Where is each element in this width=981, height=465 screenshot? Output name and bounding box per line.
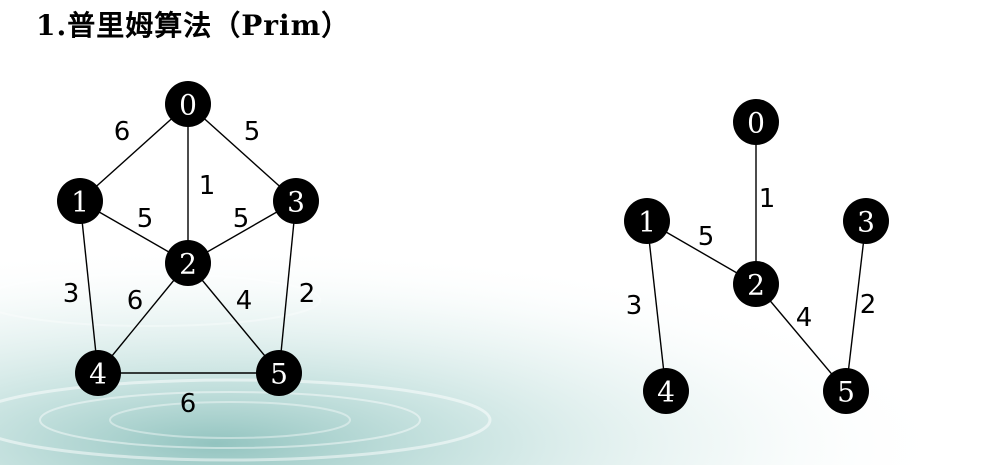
node-label-full-4: 4 — [89, 358, 107, 391]
node-mst-0 — [733, 99, 779, 145]
edge-weight-full-0-2: 1 — [199, 171, 216, 201]
node-full-0 — [165, 81, 211, 127]
node-label-mst-3: 3 — [857, 206, 875, 239]
node-mst-5 — [823, 368, 869, 414]
page-title: 1.普里姆算法（Prim） — [36, 9, 351, 42]
edge-weight-full-1-2: 5 — [137, 204, 154, 234]
node-full-2 — [165, 240, 211, 286]
edge-weight-mst-1-2: 5 — [698, 222, 715, 252]
edge-weight-mst-2-5: 4 — [796, 303, 813, 333]
edge-weight-full-0-3: 5 — [244, 117, 261, 147]
node-label-mst-1: 1 — [638, 206, 656, 239]
node-label-full-5: 5 — [270, 358, 288, 391]
node-mst-3 — [843, 198, 889, 244]
edge-weight-mst-1-4: 3 — [626, 291, 643, 321]
edge-weight-full-3-5: 2 — [299, 279, 316, 309]
node-full-3 — [273, 178, 319, 224]
node-label-mst-4: 4 — [657, 376, 675, 409]
node-full-1 — [57, 178, 103, 224]
edge-weight-full-0-1: 6 — [114, 117, 131, 147]
graph-mst: 1 5 3 4 2 0 1 2 3 4 5 — [624, 99, 889, 414]
edge-weight-full-2-4: 6 — [127, 286, 144, 316]
node-mst-1 — [624, 198, 670, 244]
edge-full-2-4 — [97, 262, 189, 374]
edge-mst-1-4 — [646, 220, 667, 392]
node-mst-2 — [733, 261, 779, 307]
edge-full-0-3 — [187, 103, 297, 202]
edge-full-1-4 — [79, 200, 99, 374]
node-label-mst-5: 5 — [837, 376, 855, 409]
edge-full-3-5 — [278, 200, 297, 374]
edge-weight-full-4-5: 6 — [180, 389, 197, 419]
edge-weight-full-3-2: 5 — [233, 204, 250, 234]
edge-weight-full-2-5: 4 — [236, 286, 253, 316]
edge-weight-mst-3-5: 2 — [860, 290, 877, 320]
node-label-full-3: 3 — [287, 186, 305, 219]
node-label-full-2: 2 — [179, 248, 197, 281]
edge-mst-3-5 — [845, 220, 867, 392]
edge-weight-mst-0-2: 1 — [759, 184, 776, 214]
node-label-mst-0: 0 — [747, 107, 765, 140]
edge-full-0-1 — [79, 103, 189, 202]
node-full-5 — [256, 350, 302, 396]
node-label-mst-2: 2 — [747, 269, 765, 302]
node-full-4 — [75, 350, 121, 396]
node-mst-4 — [643, 368, 689, 414]
edge-full-2-5 — [187, 262, 280, 374]
edge-mst-2-5 — [755, 283, 847, 392]
node-label-full-1: 1 — [71, 186, 89, 219]
node-label-full-0: 0 — [179, 89, 197, 122]
edge-weight-full-1-4: 3 — [63, 279, 80, 309]
